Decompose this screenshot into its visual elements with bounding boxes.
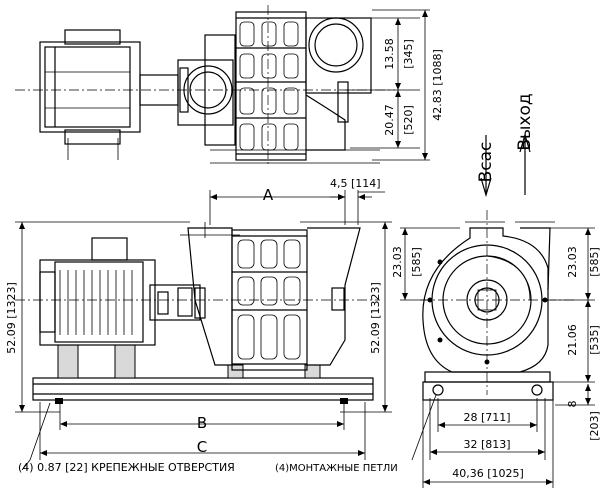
label-b: B <box>197 414 207 432</box>
dim-345: [345] <box>402 39 415 69</box>
dim-203: [203] <box>588 411 600 441</box>
label-inlet: Всас <box>476 142 496 183</box>
base-frame <box>32 344 374 404</box>
dim-32: 32 [813] <box>463 438 510 451</box>
end-view-base <box>422 371 554 401</box>
dim-23-03-right: 23.03 <box>566 246 579 278</box>
label-c: C <box>197 438 207 456</box>
front-view-motor <box>39 237 156 346</box>
top-view-inlet-flange <box>177 34 236 146</box>
top-view-motor <box>39 29 179 160</box>
dim-20-47: 20.47 <box>383 104 396 136</box>
dim-42-83: 42.83 [1088] <box>431 49 444 121</box>
front-view <box>15 190 392 471</box>
end-view-volute <box>422 221 555 373</box>
label-a: A <box>263 186 274 204</box>
front-view-pump-body <box>180 221 361 371</box>
top-view-outlet-flange <box>305 17 372 151</box>
dim-585-right: [585] <box>588 247 600 277</box>
dim-535: [535] <box>588 325 600 355</box>
dim-21-06: 21.06 <box>566 324 579 356</box>
coupling-guard <box>149 284 201 321</box>
dim-8: 8 <box>566 401 579 408</box>
label-4-5: 4,5 [114] <box>330 177 381 190</box>
top-view <box>15 5 430 165</box>
dim-28: 28 [711] <box>463 411 510 424</box>
dim-13-58: 13.58 <box>383 38 396 70</box>
end-view <box>400 132 595 488</box>
top-view-cooling-grid <box>235 11 307 161</box>
dim-520: [520] <box>402 105 415 135</box>
dim-52-09-left: 52.09 [1323] <box>5 282 18 354</box>
dim-52-09-mid: 52.09 [1323] <box>369 282 382 354</box>
note-lifting-lugs: (4)МОНТАЖНЫЕ ПЕТЛИ <box>275 463 398 474</box>
dim-23-03-left: 23.03 <box>391 246 404 278</box>
dim-40-36: 40,36 [1025] <box>452 467 524 480</box>
flow-arrows <box>480 132 531 198</box>
label-outlet: Выход <box>515 93 535 150</box>
dim-585-left: [585] <box>410 247 423 277</box>
note-mounting-holes: (4) 0.87 [22] КРЕПЕЖНЫЕ ОТВЕРСТИЯ <box>18 461 235 474</box>
